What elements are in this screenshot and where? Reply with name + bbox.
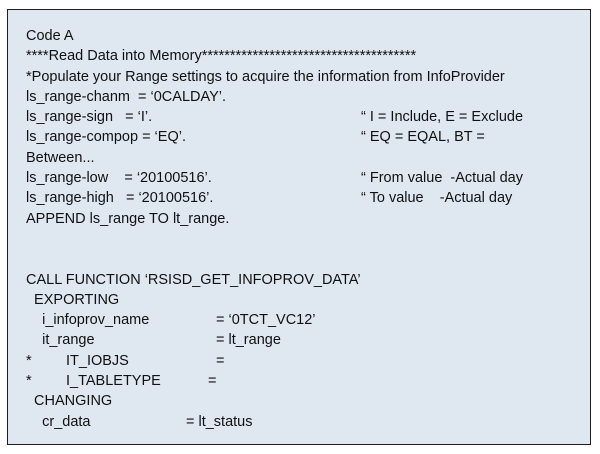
code-line: Between... bbox=[26, 150, 596, 170]
code-text: i_infoprov_name bbox=[26, 312, 150, 329]
code-value: = lt_status bbox=[186, 413, 253, 430]
code-text: APPEND ls_range TO lt_range. bbox=[26, 210, 230, 227]
code-line: cr_data = lt_status bbox=[26, 414, 596, 434]
code-text: Code A bbox=[26, 28, 74, 44]
code-line: ls_range-compop = ‘EQ’. “ EQ = EQAL, BT = bbox=[26, 129, 596, 149]
code-value: = ‘0TCT_VC12’ bbox=[216, 312, 316, 329]
code-line: Code A bbox=[26, 28, 596, 48]
code-text: CHANGING bbox=[26, 393, 113, 410]
code-line: CHANGING bbox=[26, 393, 596, 413]
code-text: * bbox=[26, 373, 32, 390]
code-line: * I_TABLETYPE = bbox=[26, 373, 596, 393]
code-line: *Populate your Range settings to acquire… bbox=[26, 69, 596, 89]
code-text: it_range bbox=[26, 332, 95, 349]
code-text: IT_IOBJS bbox=[66, 352, 129, 369]
code-line bbox=[26, 251, 596, 271]
code-text: ls_range-chanm = ‘0CALDAY’. bbox=[26, 88, 227, 105]
code-text: I_TABLETYPE bbox=[66, 373, 161, 390]
code-line: ls_range-chanm = ‘0CALDAY’. bbox=[26, 89, 596, 109]
code-text: * bbox=[26, 352, 32, 369]
code-text: ****Read Data into Memory***************… bbox=[26, 48, 417, 65]
code-text: ls_range-high = ‘20100516’. bbox=[26, 190, 214, 207]
code-text: ls_range-low = ‘20100516’. bbox=[26, 170, 212, 187]
code-text: Between... bbox=[26, 149, 95, 166]
code-line: i_infoprov_name = ‘0TCT_VC12’ bbox=[26, 312, 596, 332]
code-text: CALL FUNCTION ‘RSISD_GET_INFOPROV_DATA’ bbox=[26, 271, 361, 288]
code-comment: “ I = Include, E = Exclude bbox=[361, 109, 524, 126]
code-line: EXPORTING bbox=[26, 292, 596, 312]
code-text: *Populate your Range settings to acquire… bbox=[26, 68, 505, 85]
code-line: ls_range-low = ‘20100516’. “ From value -… bbox=[26, 170, 596, 190]
code-line: ****Read Data into Memory***************… bbox=[26, 48, 596, 68]
code-line: ls_range-high = ‘20100516’. “ To value -A… bbox=[26, 190, 596, 210]
code-line: ls_range-sign = ‘I’. “ I = Include, E = E… bbox=[26, 109, 596, 129]
code-line: CALL FUNCTION ‘RSISD_GET_INFOPROV_DATA’ bbox=[26, 272, 596, 292]
code-value: = lt_range bbox=[216, 332, 281, 349]
code-comment: “ To value -Actual day bbox=[361, 190, 513, 207]
code-value: = bbox=[216, 352, 225, 369]
code-value: = bbox=[208, 373, 217, 390]
code-comment: “ From value -Actual day bbox=[361, 170, 523, 187]
code-panel: Code A ****Read Data into Memory********… bbox=[7, 9, 591, 445]
code-text: ls_range-sign = ‘I’. bbox=[26, 109, 153, 126]
code-line bbox=[26, 231, 596, 251]
code-text: ls_range-compop = ‘EQ’. bbox=[26, 129, 186, 146]
code-text: cr_data bbox=[26, 413, 91, 430]
code-comment: “ EQ = EQAL, BT = bbox=[361, 129, 485, 146]
code-block: Code A ****Read Data into Memory********… bbox=[26, 28, 596, 434]
code-line: it_range = lt_range bbox=[26, 332, 596, 352]
code-text: EXPORTING bbox=[26, 291, 120, 308]
code-line: * IT_IOBJS = bbox=[26, 353, 596, 373]
code-line: APPEND ls_range TO lt_range. bbox=[26, 211, 596, 231]
